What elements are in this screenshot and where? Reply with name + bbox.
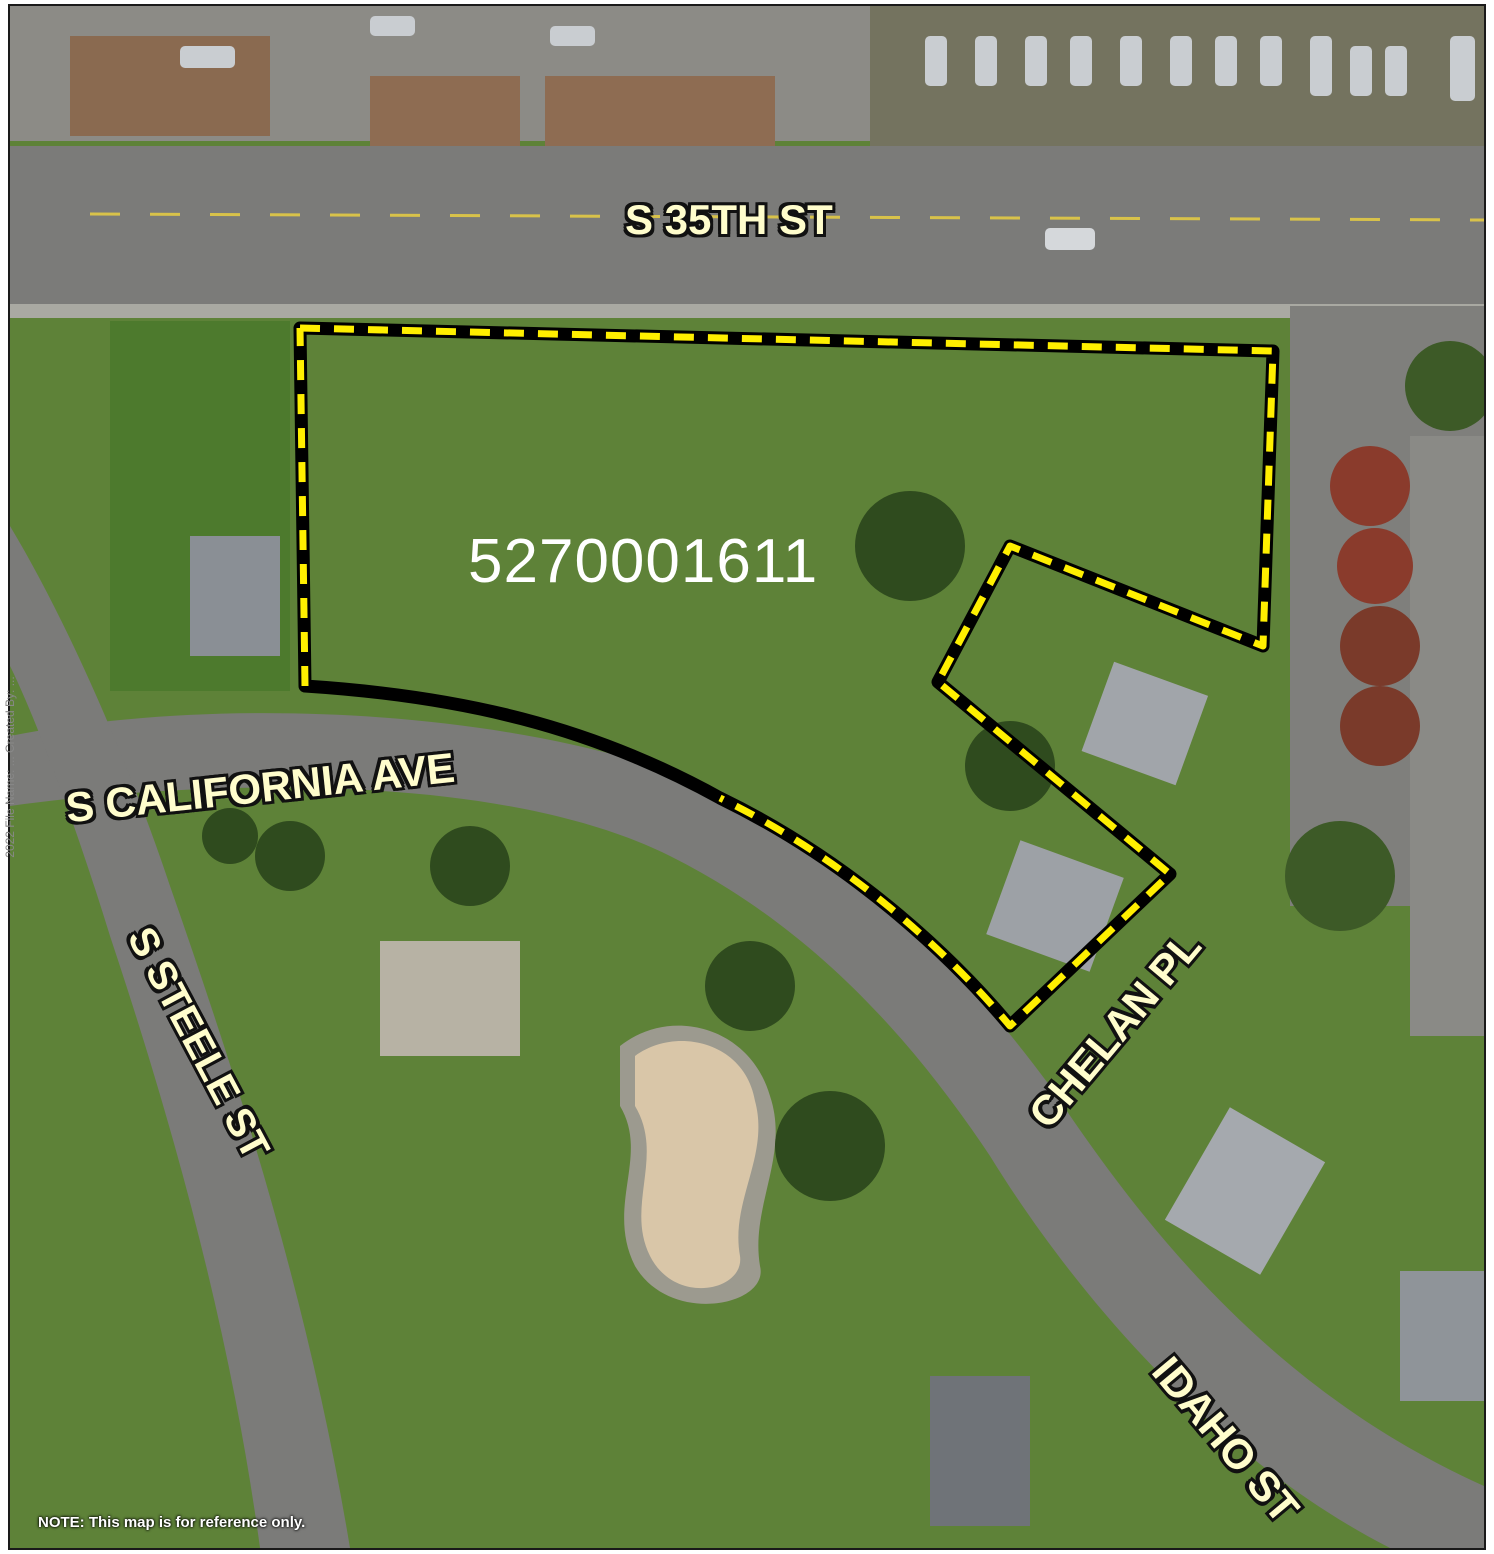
- centerline: [89, 212, 1484, 222]
- house-roof-idaho: [1164, 1107, 1326, 1275]
- trees-east: [1285, 341, 1484, 931]
- street-label-s-35th: S 35TH ST: [625, 196, 833, 243]
- east-parking: [1410, 436, 1484, 1036]
- basketball-court: [380, 941, 520, 1056]
- reference-note: NOTE: This map is for reference only.: [38, 1514, 306, 1531]
- house-roof-southeast: [1400, 1271, 1484, 1401]
- parcel-outline-dash-west: [296, 327, 309, 687]
- sidewalk: [10, 304, 1484, 318]
- trees-park: [202, 491, 1055, 1201]
- side-credit: 2022 File Name: ... Created By: ...: [3, 676, 17, 858]
- planter: [370, 76, 520, 146]
- road-s-california: [10, 713, 1484, 1548]
- playground-sand: [635, 1041, 759, 1289]
- car: [1045, 228, 1095, 250]
- parcel-number-label: 5270001611: [468, 527, 819, 596]
- house-roof-west: [190, 536, 280, 656]
- map-frame: 5270001611 S 35TH ST S CALIFORNIA AVE S …: [8, 4, 1486, 1550]
- road-s-steele: [10, 526, 350, 1548]
- parcel-outline-dash: [299, 324, 1277, 1030]
- planter: [545, 76, 775, 146]
- house-roof-south: [930, 1376, 1030, 1526]
- house-roof-chelan-1: [1081, 661, 1209, 786]
- parked-cars: [180, 16, 1475, 101]
- aerial-map: [10, 6, 1484, 1548]
- house-roof-chelan-2: [986, 840, 1124, 972]
- planter: [70, 36, 270, 136]
- road-s-35th: [10, 146, 1484, 306]
